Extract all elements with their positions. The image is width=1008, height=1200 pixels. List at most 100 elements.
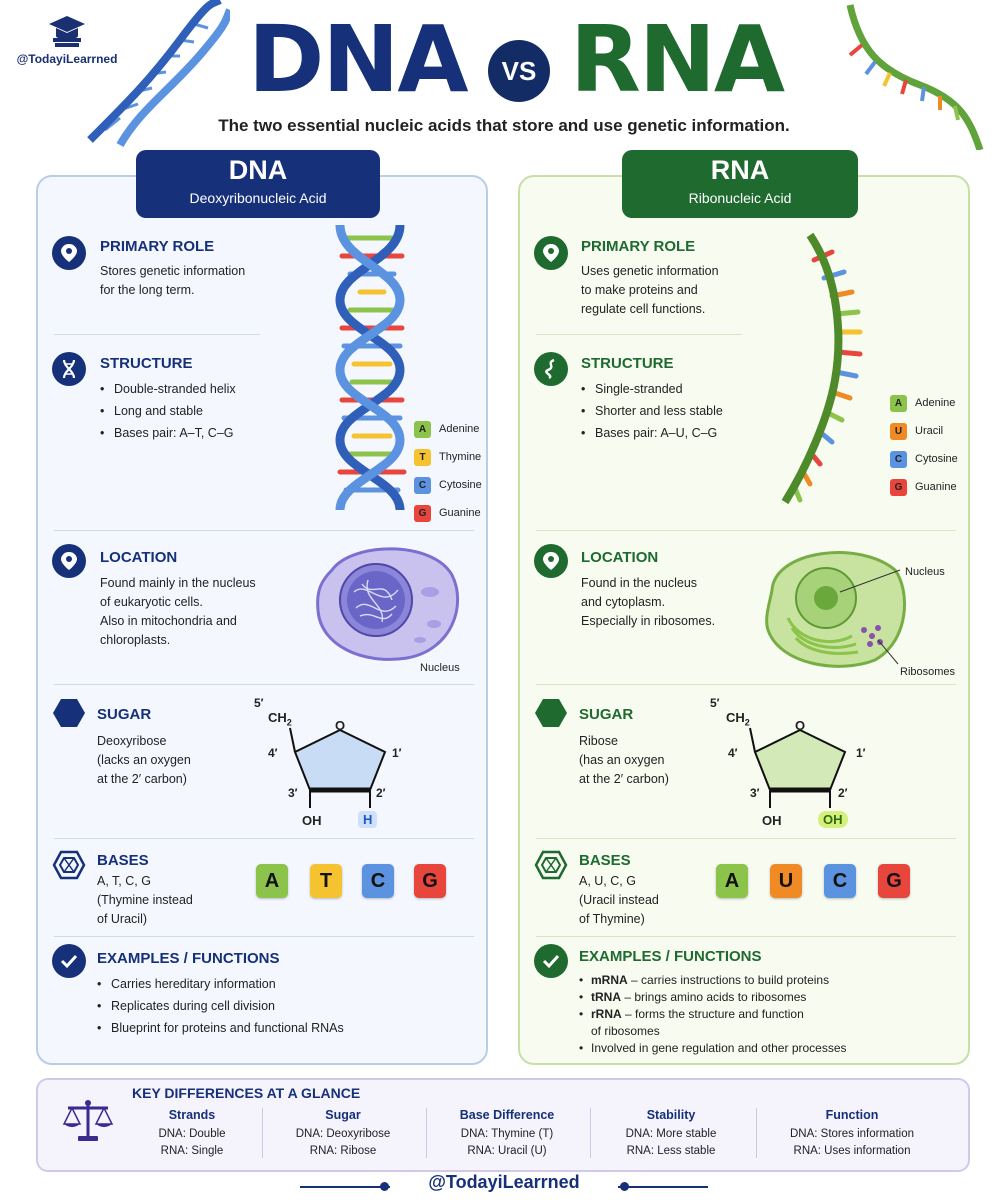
dna-value: DNA: Thymine (T) [460,1128,554,1140]
ribosomes-label: Ribosomes [900,666,956,678]
dna-location-text: Found mainly in the nucleus of eukaryoti… [100,574,300,650]
dna-bases-heading: BASES [97,852,149,869]
column-heading: Base Difference [459,1108,555,1122]
rna-structure-list: Single-stranded Shorter and less stable … [581,380,791,446]
cell-with-ribosomes-icon [765,551,906,668]
list-item: Long and stable [100,402,310,421]
list-item: Replicates during cell division [97,997,377,1016]
column-divider [262,1108,263,1158]
hydroxyl-label: OH [302,813,322,828]
legend-swatch: A [414,420,431,438]
list-item: •Involved in gene regulation and other p… [579,1040,909,1057]
carbon-1-label: 1′ [856,746,866,760]
rna-type: mRNA [591,973,628,987]
column-divider [590,1108,591,1158]
dna-examples-list: Carries hereditary information Replicate… [97,975,377,1041]
checkmark-icon [52,944,86,978]
dna-primary-role-line: Stores genetic information [100,264,246,278]
dna-examples-heading: EXAMPLES / FUNCTIONS [97,950,280,967]
key-column-strands: Strands DNA: Double RNA: Single [122,1107,262,1160]
dna-structure-heading: STRUCTURE [100,355,193,372]
rna-sugar-text: Ribose (has an oxygen at the 2′ carbon) [579,732,719,789]
text-line: to make proteins and [581,283,698,297]
dna-primary-role-text: Stores genetic information for the long … [100,262,300,300]
key-differences-title: KEY DIFFERENCES AT A GLANCE [132,1085,361,1101]
legend-swatch: G [890,478,907,496]
list-item: •mRNA – carries instructions to build pr… [579,972,909,989]
divider [54,530,474,531]
carbon-5-label: 5′ [710,696,720,710]
divider [54,334,260,335]
key-column-base-difference: Base Difference DNA: Thymine (T) RNA: Ur… [432,1107,582,1160]
divider [536,936,956,937]
dna-helix-icon [52,352,86,386]
legend-item: A Adenine [414,418,482,440]
text-line: (has an oxygen [579,753,665,767]
ch-text: CH [726,710,745,725]
rna-single-strand-icon [781,232,863,505]
dna-structure-list: Double-stranded helix Long and stable Ba… [100,380,310,446]
nucleus-label: Nucleus [905,566,945,578]
column-divider [756,1108,757,1158]
list-item: Bases pair: A–T, C–G [100,424,310,443]
carbon-3-label: 3′ [750,786,760,800]
rna-value: RNA: Single [160,1145,224,1157]
bullet: • [579,1007,584,1021]
legend-label: Adenine [915,397,956,409]
dna-primary-role-line: for the long term. [100,283,195,297]
base-tile-guanine: G [414,864,446,898]
list-item: Bases pair: A–U, C–G [581,424,791,443]
text-line: Especially in ribosomes. [581,614,716,628]
title-rna: RNA [570,6,785,113]
rna-primary-role-text: Uses genetic information to make protein… [581,262,781,319]
subscript: 2 [744,717,750,728]
eukaryotic-cell-icon [316,547,460,661]
text-line: Found in the nucleus [581,576,698,590]
text-line: Ribose [579,734,618,748]
column-divider [426,1108,427,1158]
hydrogen-highlight: H [358,811,378,828]
nucleus-label: Nucleus [420,662,460,674]
text-line: of Uracil) [97,912,148,926]
carbon-5-label: 5′ [254,696,264,710]
deoxyribose-ring-diagram [289,727,387,808]
legend-label: Thymine [439,451,482,463]
dna-sugar-heading: SUGAR [97,706,152,723]
dna-sugar-text: Deoxyribose (lacks an oxygen at the 2′ c… [97,732,237,789]
rna-header-badge: RNA Ribonucleic Acid [622,150,858,218]
text-line: (Thymine instead [97,893,193,907]
rna-sugar-heading: SUGAR [579,706,634,723]
legend-label: Cytosine [439,479,482,491]
column-heading: Function [825,1108,879,1122]
brand-logo: @TodayiLearrned [12,14,122,66]
checkmark-icon [534,944,568,978]
key-differences-box [36,1078,970,1172]
footer-line [618,1186,708,1188]
title-dna: DNA [248,6,469,113]
legend-label: Cytosine [915,453,958,465]
dna-badge-title: DNA [228,155,288,185]
dna-location-heading: LOCATION [100,549,178,566]
rna-strand-decoration-icon [846,4,984,150]
hexagon-icon [534,698,568,733]
list-item: Blueprint for proteins and functional RN… [97,1019,377,1038]
list-item: •tRNA – brings amino acids to ribosomes [579,989,909,1006]
carbon-4-label: 4′ [268,746,278,760]
text-line: of Thymine) [579,912,645,926]
base-tile-adenine: A [256,864,288,898]
rna-structure-heading: STRUCTURE [581,355,674,372]
divider [54,684,474,685]
list-item: Carries hereditary information [97,975,377,994]
text-line: Found mainly in the nucleus [100,576,256,590]
page-subtitle: The two essential nucleic acids that sto… [218,116,790,135]
legend-label: Guanine [915,481,957,493]
rna-value: RNA: Uses information [793,1145,911,1157]
legend-swatch: C [414,476,431,494]
divider [536,334,742,335]
legend-label: Adenine [439,423,480,435]
legend-swatch: C [890,450,907,468]
rna-examples-heading: EXAMPLES / FUNCTIONS [579,948,762,965]
hydroxyl-highlight: OH [818,811,848,828]
